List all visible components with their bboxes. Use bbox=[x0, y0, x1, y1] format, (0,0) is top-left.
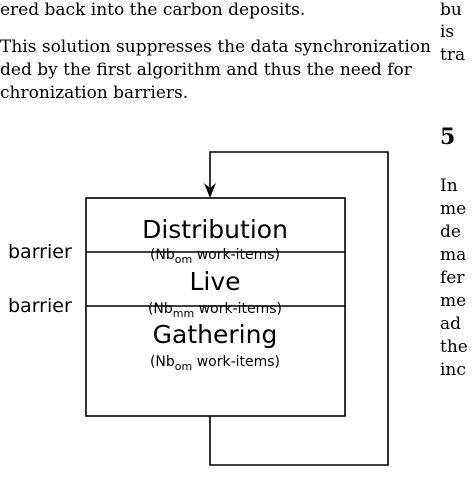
line-fragment: ma bbox=[440, 245, 467, 265]
block-title-gathering: Gathering bbox=[153, 320, 278, 349]
line-fragment: tra bbox=[440, 45, 466, 65]
block-title-live: Live bbox=[189, 267, 240, 296]
block-subtitle-distribution: (Nbom work-items) bbox=[150, 247, 280, 266]
stage-box bbox=[85, 197, 346, 417]
block-title-distribution: Distribution bbox=[142, 215, 288, 244]
section-number: 5 bbox=[440, 124, 456, 150]
loop-arrow bbox=[209, 151, 389, 466]
line-fragment: de bbox=[440, 222, 461, 242]
line-fragment: fer bbox=[440, 268, 465, 288]
arrowhead-icon bbox=[204, 183, 216, 198]
barrier-label: barrier bbox=[8, 295, 72, 317]
paragraph-line: ered back into the carbon deposits. bbox=[0, 0, 306, 20]
line-fragment: ad bbox=[440, 314, 462, 334]
line-fragment: the bbox=[440, 337, 468, 357]
barrier-label: barrier bbox=[8, 241, 72, 263]
line-fragment: me bbox=[440, 199, 467, 219]
paragraph-line: This solution suppresses the data synchr… bbox=[0, 37, 431, 57]
block-subtitle-live: (Nbmm work-items) bbox=[148, 301, 282, 320]
paragraph-line: ded by the first algorithm and thus the … bbox=[0, 60, 412, 80]
line-fragment: me bbox=[440, 291, 467, 311]
paragraph-line: chronization barriers. bbox=[0, 83, 189, 103]
line-fragment: bu bbox=[440, 0, 462, 20]
line-fragment: In bbox=[440, 176, 458, 196]
block-subtitle-gathering: (Nbom work-items) bbox=[150, 354, 280, 373]
line-fragment: is bbox=[440, 22, 455, 42]
line-fragment: inc bbox=[440, 360, 466, 380]
